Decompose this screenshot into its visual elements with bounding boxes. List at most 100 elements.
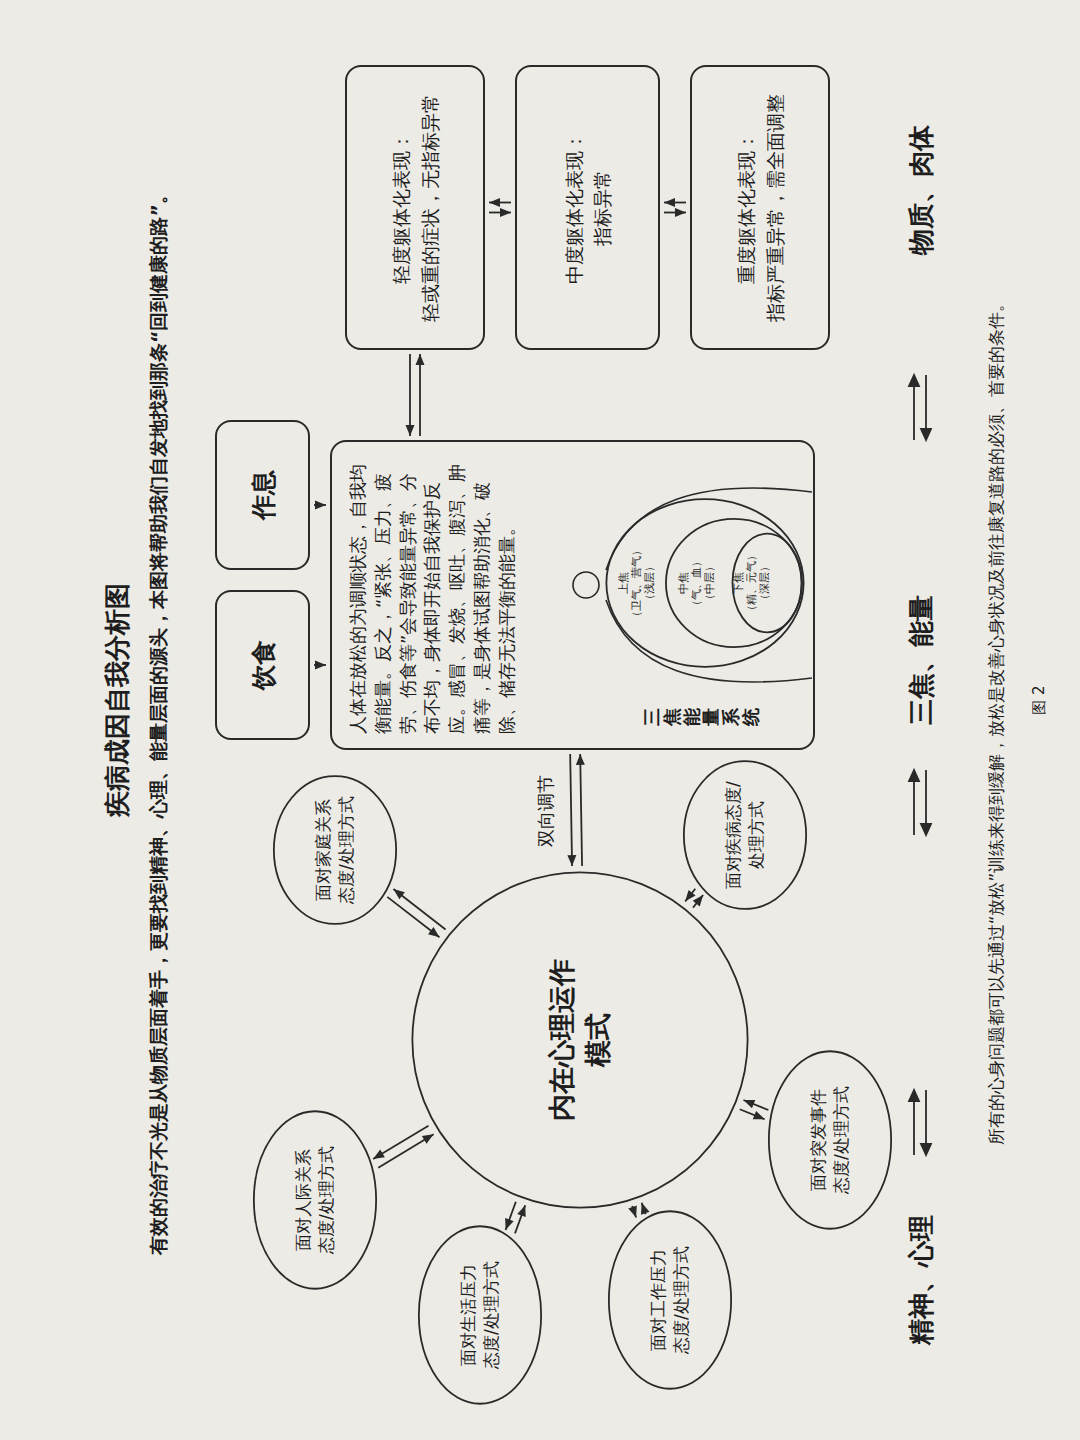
node-content: 饮食	[246, 592, 279, 738]
node-text: 指标严重异常，需全面调整	[760, 79, 789, 336]
ellipse-node: 上焦（卫气、营气）（浅层）中焦（气、血）（中层）下焦（精、元气）（深层）	[605, 498, 805, 668]
node-text: 面对工作压力态度/处理方式	[647, 1241, 693, 1359]
node-content: 面对工作压力态度/处理方式	[647, 1241, 693, 1359]
node-text: 中度躯体化表现：	[559, 79, 588, 336]
connector	[685, 889, 703, 908]
node-text: 面对家庭关系态度/处理方式	[312, 791, 358, 909]
connector	[314, 661, 326, 670]
label-text: 有效的治疗不光是从物质层面着手，更要找到精神、心理、能量层面的源头，本图将帮助我…	[146, 60, 172, 1380]
node-content: 内在心理运作模式	[544, 955, 617, 1125]
label-text: 所有的心身问题都可以先通过“放松”训练来得到缓解，放松是改善心身状况及前往康复道…	[985, 80, 1008, 1360]
node-text: 作息	[246, 434, 279, 556]
node-text: （精、元气）	[745, 533, 758, 633]
label-text: 精神、心理	[904, 1190, 939, 1370]
node-content: 作息	[246, 422, 279, 568]
node-content: 下焦（精、元气）（深层）	[732, 533, 772, 633]
ellipse-outline	[410, 870, 750, 1210]
node-content: 上焦（卫气、营气）（浅层）	[605, 498, 657, 668]
node-text: （气、血）	[690, 518, 703, 648]
node-content: 面对家庭关系态度/处理方式	[312, 791, 358, 909]
ellipse-outline	[412, 872, 747, 1207]
node-text: 面对人际关系态度/处理方式	[292, 1141, 338, 1259]
connector-line	[515, 1205, 525, 1233]
arrowhead	[664, 198, 675, 207]
arrowhead	[406, 425, 415, 436]
connector-line	[743, 1100, 768, 1110]
arrowhead	[422, 1134, 434, 1144]
connector-line	[409, 354, 411, 436]
arrowhead	[517, 1205, 525, 1217]
connector-line	[580, 754, 582, 866]
arrowhead	[500, 208, 511, 217]
node-content: 面对疾病态度/处理方式	[722, 776, 768, 894]
node-content: 面对人际关系态度/处理方式	[292, 1141, 338, 1259]
ellipse-outline	[768, 1050, 892, 1230]
arrowhead	[489, 198, 500, 207]
arrowhead	[315, 501, 326, 510]
node-content: 面对生活压力态度/处理方式	[457, 1256, 503, 1374]
connector	[387, 889, 445, 937]
node-text: 面对生活压力态度/处理方式	[457, 1256, 503, 1374]
connector-line	[506, 1202, 516, 1230]
arrowhead	[315, 661, 326, 670]
paragraph: 人体在放松的为调顺状态，自我均衡能量。反之，“紧张、压力、疲劳、伤食等”会导致能…	[346, 456, 520, 734]
connector-line	[419, 354, 421, 436]
node-content: 重度躯体化表现：指标严重异常，需全面调整	[732, 67, 789, 348]
ellipse-node: 下焦（精、元气）（深层）	[732, 533, 802, 633]
label-text: 图 2	[1030, 650, 1049, 750]
node-content: 中焦（气、血）（中层）	[665, 518, 717, 648]
connector	[373, 1126, 434, 1168]
arrowhead	[416, 354, 425, 365]
ellipse-outline	[732, 534, 801, 633]
connector	[314, 501, 326, 510]
node-text: 上焦	[617, 498, 630, 668]
node-text: 内在心理运作模式	[544, 955, 617, 1125]
arrowhead	[567, 855, 576, 866]
arrowhead	[628, 1206, 637, 1218]
ellipse-outline	[418, 1225, 542, 1405]
node-text: 下焦	[732, 533, 745, 633]
node-text: （浅层）	[643, 498, 656, 668]
ellipse-node: 面对疾病态度/处理方式	[683, 760, 807, 910]
rounded-box: 人体在放松的为调顺状态，自我均衡能量。反之，“紧张、压力、疲劳、伤食等”会导致能…	[330, 440, 815, 750]
ellipse-node: 内在心理运作模式	[410, 870, 750, 1210]
rounded-box: 饮食	[215, 590, 310, 740]
connector	[567, 754, 584, 866]
arrowhead	[505, 1218, 513, 1230]
ellipse-outline	[769, 1051, 891, 1228]
connector	[406, 354, 425, 436]
node-content: 人体在放松的为调顺状态，自我均衡能量。反之，“紧张、压力、疲劳、伤食等”会导致能…	[332, 442, 520, 748]
label-text: 三焦、能量	[904, 570, 939, 750]
arrowhead	[641, 1203, 650, 1215]
ellipse-outline	[274, 776, 396, 924]
arrowhead	[743, 1100, 755, 1108]
ellipse-outline	[254, 1111, 376, 1288]
node-text: 轻或重的症状，无指标异常	[415, 79, 444, 336]
ellipse-outline	[419, 1226, 541, 1403]
node-text: （卫气、营气）	[630, 498, 643, 668]
connector-line	[740, 1109, 765, 1119]
node-content: 面对突发事件态度/处理方式	[807, 1081, 853, 1199]
rounded-box: 作息	[215, 420, 310, 570]
arrowhead	[428, 927, 439, 937]
ellipse-outline	[609, 1211, 731, 1388]
node-content: 中度躯体化表现：指标异常	[559, 67, 616, 348]
node-text: 重度躯体化表现：	[732, 79, 761, 336]
connector-line	[685, 889, 695, 902]
vertical-label: 三焦能量系统	[642, 708, 761, 726]
arrowhead	[675, 208, 686, 217]
rounded-box: 重度躯体化表现：指标严重异常，需全面调整	[690, 65, 830, 350]
node-text: 面对突发事件态度/处理方式	[807, 1081, 853, 1199]
label-text: 物质、肉体	[904, 100, 939, 280]
rounded-box: 轻度躯体化表现：轻或重的症状，无指标异常	[345, 65, 485, 350]
connector	[505, 1202, 526, 1234]
ellipse-node: 中焦（气、血）（中层） 下焦（精、元气）（深层）	[665, 518, 803, 648]
node-text: （深层）	[758, 533, 771, 633]
arrowhead	[576, 754, 585, 765]
edge-label: 双向调节	[533, 772, 559, 850]
arrowhead	[373, 1150, 385, 1160]
body-figure	[573, 488, 812, 682]
node-text: 中焦	[677, 518, 690, 648]
ellipse-node: 面对工作压力态度/处理方式	[608, 1210, 732, 1390]
label-text: 疾病成因自我分析图	[100, 460, 135, 940]
